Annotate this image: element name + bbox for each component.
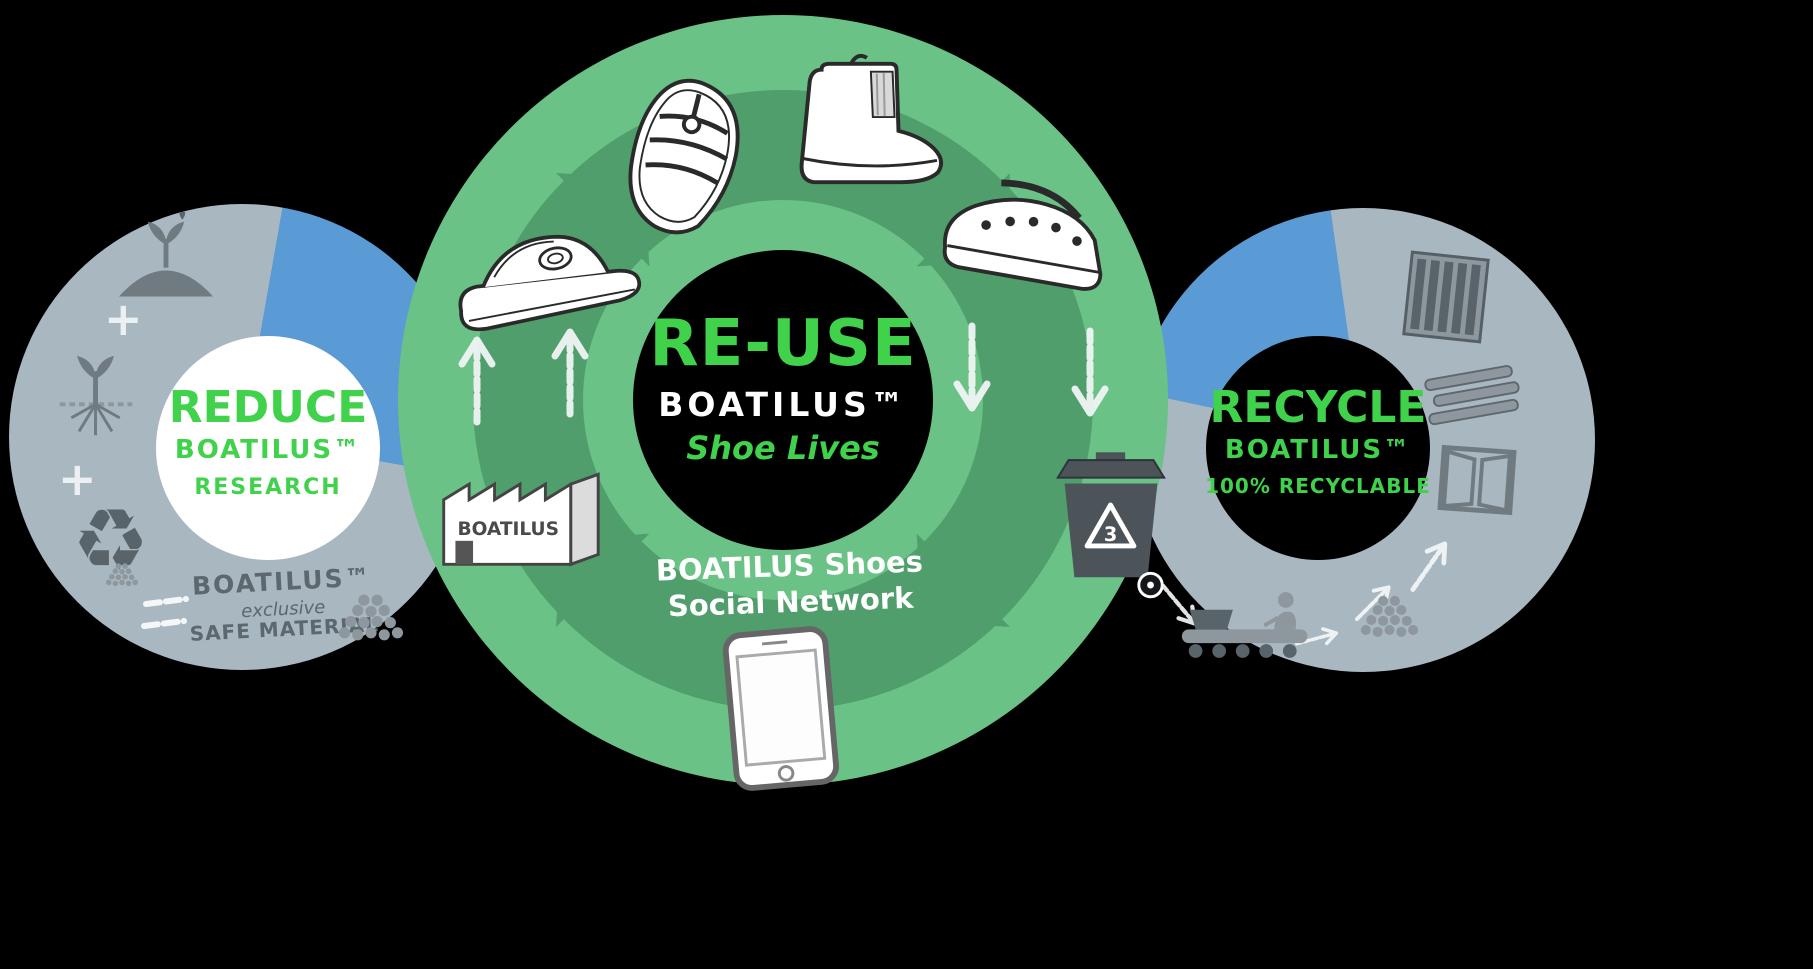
- reduce-subtitle: RESEARCH: [194, 474, 342, 500]
- chalk-down-arrow-icon: [1068, 325, 1112, 425]
- seedling-roots-icon: [59, 355, 133, 436]
- factory-icon: BOATILUS: [442, 472, 600, 567]
- chalk-dashes-icon: [141, 596, 189, 629]
- chalk-plus-icon: +: [58, 452, 97, 506]
- clog-icon: [942, 179, 1103, 291]
- chalk-up-arrow-icon: [548, 320, 592, 420]
- reuse-title: RE-USE: [649, 307, 917, 381]
- reuse-subtitle: Shoe Lives: [686, 428, 880, 467]
- container-icon: [1402, 250, 1490, 344]
- reduce-ring-center: [156, 336, 380, 560]
- reuse-text-block: RE-USE BOATILUS™ Shoe Lives: [633, 307, 933, 467]
- chalk-plus-icon: +: [104, 292, 143, 346]
- recycle-title: RECYCLE: [1209, 382, 1427, 433]
- slide-sandal-icon: [458, 234, 642, 332]
- reduce-text-block: REDUCE BOATILUS™ RESEARCH: [150, 384, 386, 499]
- recycle-text-block: RECYCLE BOATILUS™ 100% RECYCLABLE: [1198, 384, 1438, 497]
- strap-sandal-icon: [628, 78, 740, 235]
- reduce-brand: BOATILUS™: [174, 434, 362, 465]
- reuse-brand: BOATILUS™: [658, 385, 908, 425]
- recycle-bin-icon: 3: [1056, 452, 1166, 599]
- chalk-down-arrow-icon: [950, 320, 994, 420]
- pellets-icon: [1360, 595, 1419, 637]
- bin-recycle-number: 3: [1104, 523, 1118, 546]
- reduce-title: REDUCE: [168, 382, 368, 433]
- window-frame-icon: [1437, 444, 1517, 516]
- recycle-symbol-icon: ♻: [72, 491, 150, 591]
- factory-label: BOATILUS: [457, 519, 559, 540]
- social-network-text: BOATILUS Shoes Social Network: [629, 542, 951, 626]
- recycle-ring-center: [1206, 336, 1430, 560]
- smartphone-icon: [722, 626, 839, 791]
- reuse-ring-center: [633, 250, 933, 550]
- pellets-icon: [338, 594, 404, 641]
- boot-icon: [799, 53, 944, 185]
- seed-mound-icon: [118, 212, 214, 297]
- recycle-brand: BOATILUS™: [1224, 434, 1412, 465]
- pellets-icon: [105, 563, 139, 587]
- extruded-bars-icon: [1424, 365, 1520, 426]
- cycle-chevron-icon: [916, 533, 1010, 627]
- recycling-machine-icon: [1181, 592, 1308, 658]
- recycle-subtitle: 100% RECYCLABLE: [1205, 473, 1431, 498]
